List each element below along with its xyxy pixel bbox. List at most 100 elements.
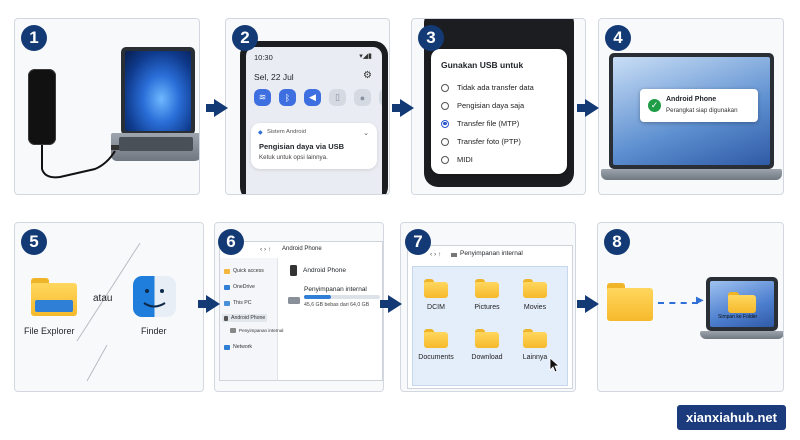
step-6-badge: 6 [218, 229, 244, 255]
folder-icon[interactable] [424, 329, 448, 348]
dialog-title: Gunakan USB untuk [441, 60, 524, 70]
quick-settings: ≋ ᛒ ◀ ▯ ● ↻ [254, 89, 382, 106]
option-midi[interactable]: MIDI [441, 155, 473, 164]
toast-title: Android Phone [666, 96, 717, 103]
step-3-badge: 3 [418, 25, 444, 51]
gear-icon[interactable]: ⚙ [363, 70, 372, 81]
cloud-icon [224, 284, 230, 290]
folder-icon [728, 292, 756, 313]
device-name[interactable]: Android Phone [303, 267, 347, 274]
folder-icon[interactable] [523, 329, 547, 348]
arrow-icon [198, 295, 220, 313]
drive-icon [288, 297, 300, 304]
laptop-base [700, 331, 783, 339]
folder-icon[interactable] [424, 279, 448, 298]
check-icon: ✓ [648, 99, 661, 112]
step-8-badge: 8 [604, 229, 630, 255]
radio-selected-icon[interactable] [441, 119, 449, 128]
sidebar-item-this-pc[interactable]: This PC [224, 300, 251, 306]
pc-icon [224, 300, 230, 306]
option-no-transfer[interactable]: Tidak ada transfer data [441, 83, 534, 92]
radio-icon[interactable] [441, 137, 449, 146]
arrow-icon [577, 99, 599, 117]
cursor-icon [549, 357, 561, 373]
date-label: Sel, 22 Jul [254, 72, 294, 82]
storage-bar [304, 295, 380, 299]
drive-icon [451, 253, 457, 257]
notification-title: Pengisian daya via USB [259, 142, 345, 151]
laptop-screen [121, 47, 195, 135]
network-icon [224, 344, 230, 350]
option-photo-transfer[interactable]: Transfer foto (PTP) [441, 137, 521, 146]
finder-icon [133, 276, 176, 317]
arrow-icon [392, 99, 414, 117]
folder-pictures[interactable]: Pictures [474, 304, 500, 311]
drive-icon [230, 328, 236, 333]
wifi-icon[interactable]: ≋ [254, 89, 271, 106]
radio-icon[interactable] [441, 101, 449, 110]
option-charge-only[interactable]: Pengisian daya saja [441, 101, 524, 110]
chevron-down-icon[interactable]: ⌄ [363, 130, 369, 137]
device-ready-toast[interactable]: ✓ Android Phone Perangkat siap digunakan [640, 89, 758, 122]
folder-icon[interactable] [475, 329, 499, 348]
status-time: 10:30 [254, 53, 273, 62]
nav-arrows-icon[interactable]: ‹ › ↑ [260, 246, 272, 253]
file-explorer-label: File Explorer [24, 326, 75, 336]
step-6-panel: ‹ › ↑ Android Phone Quick access OneDriv… [214, 222, 384, 392]
sidebar-item-network[interactable]: Network [224, 344, 252, 350]
arrow-icon [206, 99, 228, 117]
sidebar-item-android-phone[interactable]: Android Phone [222, 314, 268, 322]
step-4-badge: 4 [605, 25, 631, 51]
laptop-base [111, 133, 199, 161]
laptop-keyboard [119, 137, 193, 151]
folder-icon[interactable] [475, 279, 499, 298]
step-7-panel: ‹ › ↑ Penyimpanan internal DCIM Pictures… [400, 222, 576, 392]
status-icons: ▾◢▮ [359, 53, 372, 60]
option-file-transfer[interactable]: Transfer file (MTP) [441, 119, 519, 128]
usb-cable [41, 145, 119, 179]
divider-line [76, 242, 141, 382]
volume-icon[interactable]: ◀ [304, 89, 321, 106]
folder-grid: DCIM Pictures Movies Documents Download … [412, 266, 568, 386]
file-explorer-window: ‹ › ↑ Android Phone Quick access OneDriv… [219, 241, 383, 381]
laptop-base [601, 169, 782, 180]
rotate-icon[interactable]: ↻ [379, 89, 382, 106]
desktop-wallpaper: Simpan ke Folder [710, 281, 774, 327]
storage-name[interactable]: Penyimpanan internal [304, 286, 367, 293]
folder-download[interactable]: Download [471, 354, 503, 361]
folder-movies[interactable]: Movies [523, 304, 547, 311]
radio-icon[interactable] [441, 83, 449, 92]
brand-badge[interactable]: xianxiahub.net [676, 405, 786, 430]
usb-mode-dialog: Gunakan USB untuk Tidak ada transfer dat… [431, 49, 567, 174]
sidebar-item-onedrive[interactable]: OneDrive [224, 284, 255, 290]
sidebar-item-internal-storage[interactable]: Penyimpanan internal [230, 328, 283, 333]
step-7-badge: 7 [405, 229, 431, 255]
finder-label: Finder [141, 326, 167, 336]
step-5-badge: 5 [21, 229, 47, 255]
storage-window: ‹ › ↑ Penyimpanan internal DCIM Pictures… [407, 245, 573, 389]
usb-notification[interactable]: ◆ Sistem Android Pengisian daya via USB … [251, 123, 377, 169]
android-phone [28, 69, 56, 145]
folder-documents[interactable]: Documents [418, 354, 454, 361]
radio-icon[interactable] [441, 155, 449, 164]
step-1-panel [14, 18, 200, 195]
battery-icon[interactable]: ▯ [329, 89, 346, 106]
arrow-icon [577, 295, 599, 313]
folder-icon[interactable] [523, 279, 547, 298]
address-bar[interactable]: Android Phone [282, 246, 322, 252]
step-4-panel: ✓ Android Phone Perangkat siap digunakan [598, 18, 784, 195]
sidebar-item-quick-access[interactable]: Quick access [224, 268, 264, 274]
or-label: atau [93, 293, 113, 304]
bluetooth-icon[interactable]: ᛒ [279, 89, 296, 106]
star-icon [224, 268, 230, 274]
folder-others[interactable]: Lainnya [522, 354, 548, 361]
destination-label: Simpan ke Folder [718, 314, 758, 320]
mic-icon[interactable]: ● [354, 89, 371, 106]
step-3-panel: Gunakan USB untuk Tidak ada transfer dat… [411, 18, 586, 195]
address-bar[interactable]: Penyimpanan internal [460, 250, 523, 257]
folder-dcim[interactable]: DCIM [427, 304, 445, 311]
nav-arrows-icon[interactable]: ‹ › ↑ [430, 251, 442, 258]
arrow-head-icon: ▶ [696, 295, 704, 306]
arrow-icon [380, 295, 402, 313]
step-5-panel: File Explorer atau Finder [14, 222, 204, 392]
